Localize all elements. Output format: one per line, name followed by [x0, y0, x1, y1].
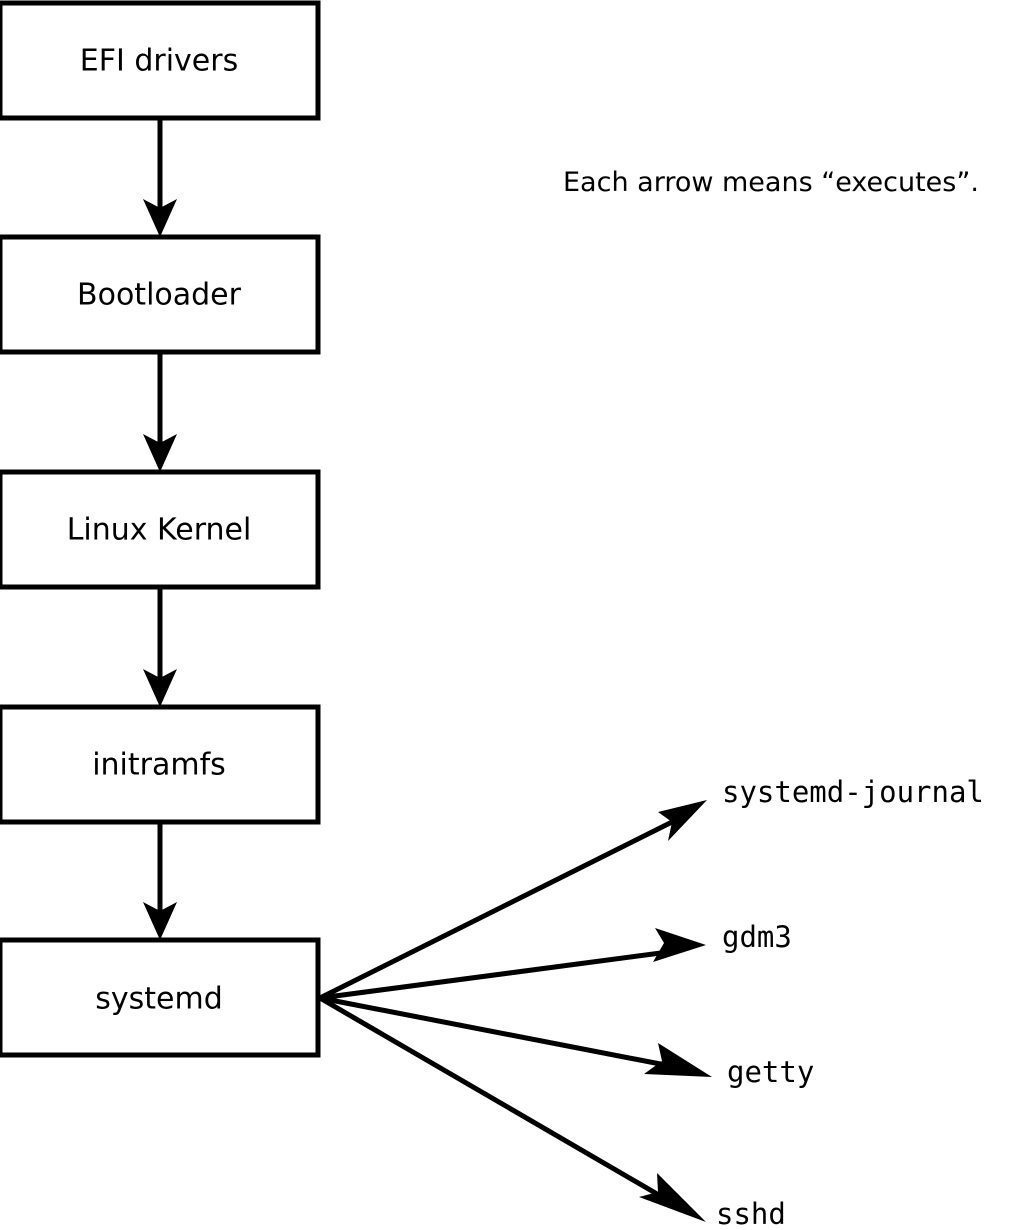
- node-box: [0, 234, 321, 355]
- node-label: initramfs: [92, 748, 226, 783]
- arrow-systemd-to-systemd-journal: [318, 800, 707, 1001]
- arrow-systemd-to-sshd: [318, 995, 706, 1222]
- node-box: [0, 469, 321, 590]
- arrow-systemd-to-getty: [319, 995, 712, 1077]
- arrow-shaft: [319, 948, 677, 1001]
- node-label: systemd: [95, 982, 223, 1017]
- annotation-label: Each arrow means “executes”.: [563, 167, 979, 198]
- arrow-systemd-to-gdm3: [319, 928, 706, 1001]
- arrow-initramfs-to-systemd: [143, 822, 177, 940]
- arrow-kernel-to-initramfs: [143, 587, 177, 707]
- arrow-head-icon: [644, 1043, 712, 1077]
- node-label: Bootloader: [77, 278, 242, 313]
- node-label: EFI drivers: [80, 44, 238, 79]
- arrow-efi-to-bootloader: [143, 118, 177, 237]
- node-efi-drivers[interactable]: EFI drivers: [0, 0, 321, 121]
- arrow-head-icon: [143, 434, 177, 472]
- arrow-head-icon: [658, 800, 707, 841]
- node-initramfs[interactable]: initramfs: [0, 704, 321, 825]
- arrow-head-icon: [639, 1173, 706, 1222]
- arrow-head-icon: [653, 928, 706, 962]
- node-label: Linux Kernel: [67, 513, 252, 548]
- node-systemd[interactable]: systemd: [0, 937, 321, 1058]
- node-linux-kernel[interactable]: Linux Kernel: [0, 469, 321, 590]
- node-box: [0, 0, 321, 121]
- node-bootloader[interactable]: Bootloader: [0, 234, 321, 355]
- arrow-head-icon: [143, 199, 177, 237]
- service-arrows-group: [318, 800, 712, 1222]
- service-label-getty: getty: [727, 1055, 814, 1089]
- service-label-gdm3: gdm3: [722, 920, 792, 954]
- service-label-systemd-journal: systemd-journal: [722, 775, 984, 809]
- boot-chain-group: EFI drivers Bootloader Linux Kernel init…: [0, 0, 321, 1058]
- chain-arrows-group: [143, 118, 177, 940]
- arrow-shaft: [319, 995, 682, 1071]
- arrow-shaft: [318, 815, 682, 1001]
- service-labels-group: systemd-journal gdm3 getty sshd: [716, 775, 984, 1230]
- arrow-shaft: [318, 995, 678, 1208]
- arrow-bootloader-to-kernel: [143, 352, 177, 472]
- arrow-head-icon: [143, 902, 177, 940]
- arrow-head-icon: [143, 669, 177, 707]
- service-label-sshd: sshd: [716, 1197, 786, 1230]
- node-box: [0, 937, 321, 1058]
